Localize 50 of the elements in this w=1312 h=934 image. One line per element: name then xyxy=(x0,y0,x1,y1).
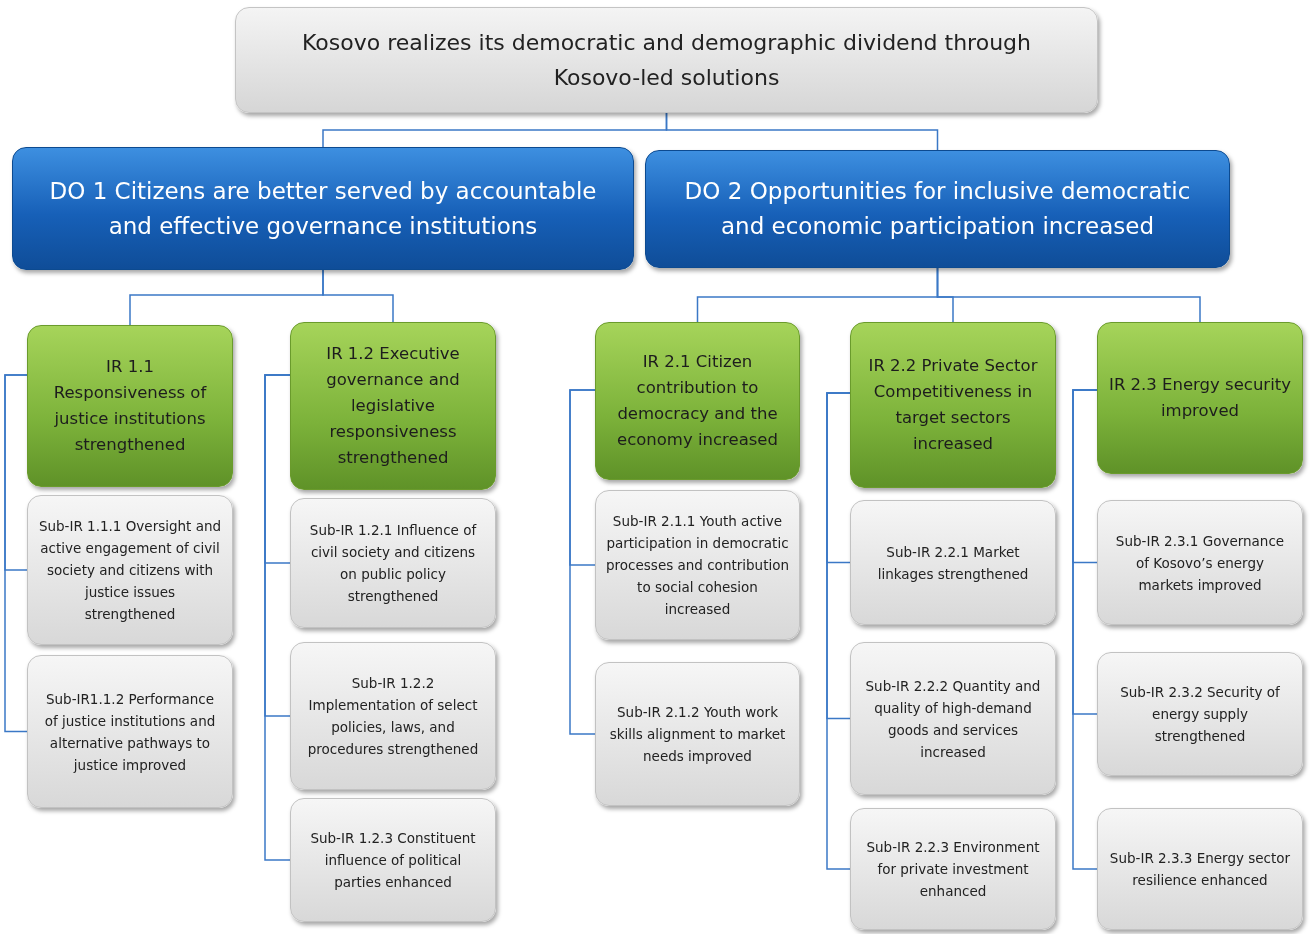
sub-result-box xyxy=(850,642,1056,795)
result-text: Sub-IR 2.1.1 Youth active participation in democratic processes and contribution to social cohesion increased xyxy=(606,512,789,619)
objective-text: DO 1 Citizens are better served by accountable and effective governance institutions xyxy=(48,176,598,241)
result-text: IR 1.1 Responsiveness of justice institutions strengthened xyxy=(52,356,208,456)
sub-result-box xyxy=(290,642,496,790)
sub-result-box xyxy=(27,655,233,808)
result-text: Sub-IR 2.2.3 Environment for private investment enhanced xyxy=(865,838,1041,901)
result-box xyxy=(1097,322,1303,474)
result-text: Sub-IR 1.2.1 Influence of civil society and citizens on public policy strengthened xyxy=(308,521,478,606)
sub-result-box xyxy=(1097,808,1303,930)
sub-result-box xyxy=(850,808,1056,930)
connector-line xyxy=(4,374,28,733)
result-text: IR 1.2 Executive governance and legislative responsiveness strengthened xyxy=(325,343,461,469)
result-text: Sub-IR1.1.2 Performance of justice institutions and alternative pathways to justice improved xyxy=(43,689,217,775)
result-box xyxy=(850,322,1056,488)
sub-result-box xyxy=(290,498,496,628)
sub-result-box xyxy=(1097,652,1303,776)
sub-result-box xyxy=(595,490,800,640)
result-text: Sub-IR 2.3.3 Energy sector resilience enhanced xyxy=(1108,849,1292,890)
goal-box xyxy=(235,7,1098,113)
sub-result-box xyxy=(27,495,233,645)
connector-line xyxy=(322,269,394,323)
connector-line xyxy=(569,389,596,735)
objective-box xyxy=(12,147,634,270)
result-text: Sub-IR 1.2.2 Implementation of select policies, laws, and procedures strengthened xyxy=(306,674,480,759)
result-box xyxy=(595,322,800,480)
connector-line xyxy=(264,374,291,861)
sub-result-box xyxy=(850,500,1056,625)
objective-text: DO 2 Opportunities for inclusive democratic and economic participation increased xyxy=(683,177,1192,241)
result-box xyxy=(290,322,496,490)
connector-line xyxy=(826,392,851,870)
connector-line xyxy=(1072,389,1098,870)
sub-result-box xyxy=(290,798,496,922)
result-text: Sub-IR 1.2.3 Constituent influence of political parties enhanced xyxy=(309,829,477,892)
sub-result-box xyxy=(595,662,800,806)
connector-line xyxy=(665,112,939,151)
result-text: Sub-IR 2.1.2 Youth work skills alignment to market needs improved xyxy=(608,703,787,766)
result-text: IR 2.1 Citizen contribution to democracy and the economy increased xyxy=(616,351,779,451)
objective-box xyxy=(645,150,1230,268)
result-text: Sub-IR 1.1.1 Oversight and active engagement of civil society and citizens with justice issues strengthened xyxy=(38,517,222,624)
goal-text: Kosovo realizes its democratic and demographic dividend through Kosovo-led solutions xyxy=(301,29,1032,92)
result-text: Sub-IR 2.3.1 Governance of Kosovo’s energy markets improved xyxy=(1114,531,1286,595)
result-text: Sub-IR 2.3.2 Security of energy supply strengthened xyxy=(1119,683,1281,746)
sub-result-box xyxy=(1097,500,1303,625)
result-text: Sub-IR 2.2.2 Quantity and quality of high-demand goods and services increased xyxy=(864,676,1042,762)
result-box xyxy=(27,325,233,487)
result-text: Sub-IR 2.2.1 Market linkages strengthened xyxy=(876,542,1030,584)
result-text: IR 2.2 Private Sector Competitiveness in target sectors increased xyxy=(867,355,1039,455)
result-text: IR 2.3 Energy security improved xyxy=(1108,374,1292,422)
connector-line xyxy=(936,267,1201,323)
